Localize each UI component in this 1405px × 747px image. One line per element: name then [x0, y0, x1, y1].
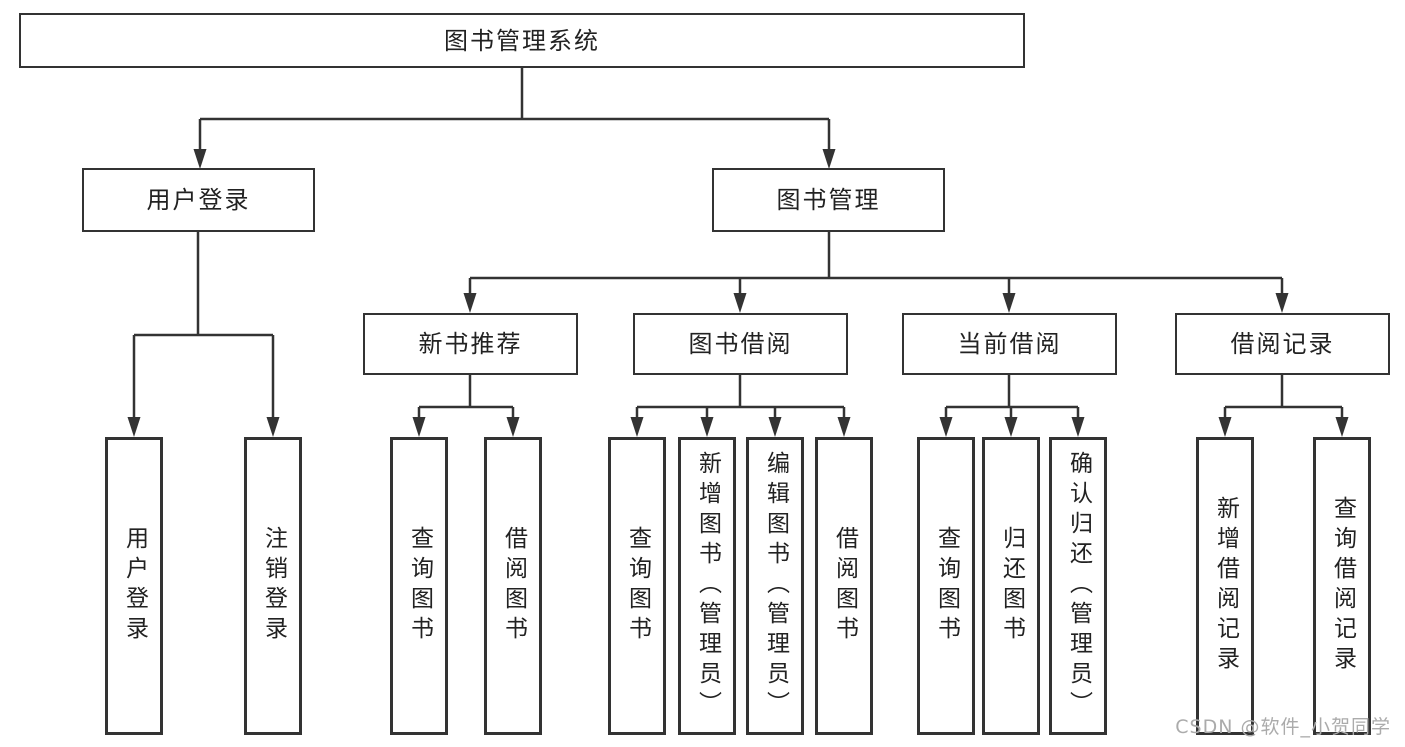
branch-user-login	[132, 232, 275, 419]
node-book-mgmt-label: 图书管理	[776, 186, 881, 214]
leaf-add-record: 新增借阅记录	[1196, 437, 1254, 735]
branch-root	[198, 68, 831, 151]
leaf-logout: 注销登录	[244, 437, 302, 735]
node-user-login: 用户登录	[82, 168, 315, 232]
leaf-edit-book-label: 编辑图书（管理员）	[762, 451, 789, 721]
branch-new-book-rec	[417, 375, 515, 419]
node-book-mgmt: 图书管理	[712, 168, 945, 232]
leaf-query-book-3-label: 查询图书	[933, 526, 960, 646]
leaf-edit-book: 编辑图书（管理员）	[746, 437, 804, 735]
node-new-book-rec-label: 新书推荐	[418, 330, 523, 358]
node-new-book-rec: 新书推荐	[363, 313, 578, 375]
branch-book-mgmt	[468, 232, 1284, 295]
leaf-query-book-3: 查询图书	[917, 437, 975, 735]
leaf-logout-label: 注销登录	[260, 526, 287, 646]
branch-borrow-record	[1223, 375, 1344, 419]
leaf-confirm-return-label: 确认归还（管理员）	[1065, 451, 1092, 721]
node-borrow-record: 借阅记录	[1175, 313, 1390, 375]
leaf-confirm-return: 确认归还（管理员）	[1049, 437, 1107, 735]
branch-current-borrow	[944, 375, 1080, 419]
leaf-add-book: 新增图书（管理员）	[678, 437, 736, 735]
leaf-user-login-label: 用户登录	[121, 526, 148, 646]
leaf-query-book-2: 查询图书	[608, 437, 666, 735]
leaf-borrow-book-1-label: 借阅图书	[500, 526, 527, 646]
leaf-return-book: 归还图书	[982, 437, 1040, 735]
watermark: CSDN @软件_小贺同学	[1175, 716, 1391, 738]
node-book-borrow-label: 图书借阅	[688, 330, 793, 358]
branch-book-borrow	[635, 375, 846, 419]
node-current-borrow-label: 当前借阅	[957, 330, 1062, 358]
leaf-return-book-label: 归还图书	[998, 526, 1025, 646]
node-user-login-label: 用户登录	[146, 186, 251, 214]
leaf-borrow-book-2-label: 借阅图书	[831, 526, 858, 646]
leaf-borrow-book-2: 借阅图书	[815, 437, 873, 735]
leaf-query-record: 查询借阅记录	[1313, 437, 1371, 735]
leaf-query-book-1: 查询图书	[390, 437, 448, 735]
leaf-query-book-2-label: 查询图书	[624, 526, 651, 646]
leaf-user-login: 用户登录	[105, 437, 163, 735]
leaf-add-book-label: 新增图书（管理员）	[694, 451, 721, 721]
leaf-query-record-label: 查询借阅记录	[1329, 496, 1356, 676]
leaf-query-book-1-label: 查询图书	[406, 526, 433, 646]
node-current-borrow: 当前借阅	[902, 313, 1117, 375]
node-borrow-record-label: 借阅记录	[1230, 330, 1335, 358]
node-root: 图书管理系统	[19, 13, 1025, 68]
node-book-borrow: 图书借阅	[633, 313, 848, 375]
node-root-label: 图书管理系统	[444, 26, 600, 55]
leaf-borrow-book-1: 借阅图书	[484, 437, 542, 735]
leaf-add-record-label: 新增借阅记录	[1212, 496, 1239, 676]
